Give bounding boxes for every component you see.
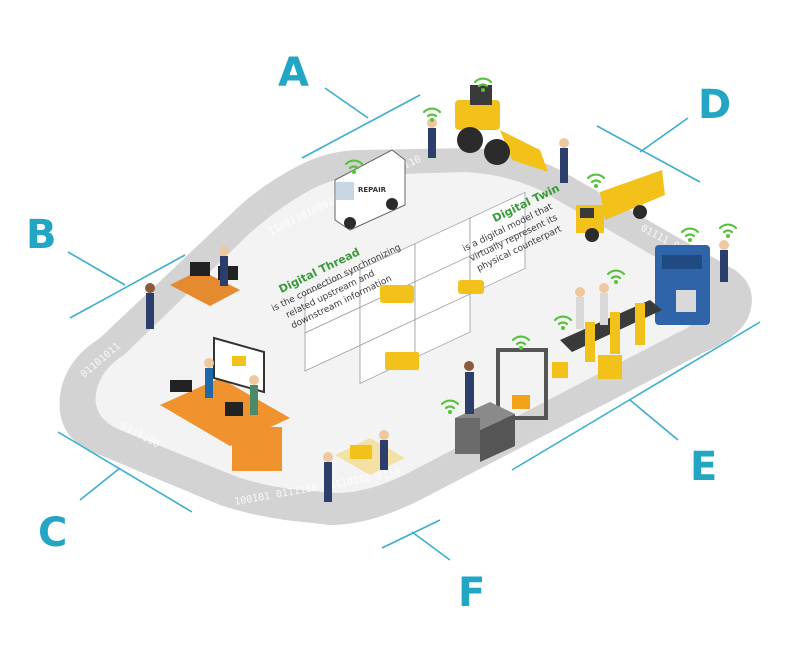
repair-van: REPAIR	[334, 149, 406, 231]
grid-robot-model	[458, 280, 484, 294]
wifi-icon	[553, 315, 573, 330]
wheel-loader	[455, 85, 548, 172]
label-b: B	[26, 212, 57, 258]
label-d: D	[698, 82, 731, 128]
wifi-icon	[606, 269, 626, 284]
callout-line-e	[511, 321, 761, 471]
callout-line-f	[381, 519, 441, 549]
callout-line-d	[596, 125, 701, 183]
callout-line-b	[69, 254, 186, 319]
wifi-icon	[586, 173, 606, 188]
dump-truck	[576, 170, 665, 242]
grid-truck-model	[385, 352, 419, 370]
callout-line-e2	[629, 399, 679, 441]
label-e: E	[690, 444, 717, 490]
label-a: A	[278, 50, 309, 96]
wifi-icon	[422, 107, 442, 122]
wifi-icon	[473, 77, 493, 92]
callout-line-c2	[79, 467, 121, 501]
callout-line-b2	[67, 251, 126, 286]
callout-line-d2	[639, 117, 689, 153]
callout-line-f2	[411, 531, 451, 561]
cnc-box	[455, 402, 515, 462]
engineer-desk-c	[160, 378, 290, 471]
label-f: F	[458, 570, 485, 616]
label-c: C	[38, 510, 67, 556]
wifi-icon	[680, 227, 700, 242]
3d-printer	[496, 348, 548, 420]
callout-line-c	[57, 431, 193, 513]
van-repair-label: REPAIR	[358, 186, 387, 194]
wifi-icon	[718, 223, 738, 238]
grid-loader-model	[380, 285, 414, 303]
milling-machine	[655, 245, 710, 325]
callout-line-a2	[324, 87, 369, 119]
wifi-icon	[440, 399, 460, 414]
people	[145, 118, 729, 502]
wifi-icon	[344, 159, 364, 174]
blueprint-grid	[304, 191, 526, 384]
robot-assembly-line	[552, 300, 662, 379]
callout-line-a	[301, 94, 421, 159]
wifi-icon	[511, 335, 531, 350]
